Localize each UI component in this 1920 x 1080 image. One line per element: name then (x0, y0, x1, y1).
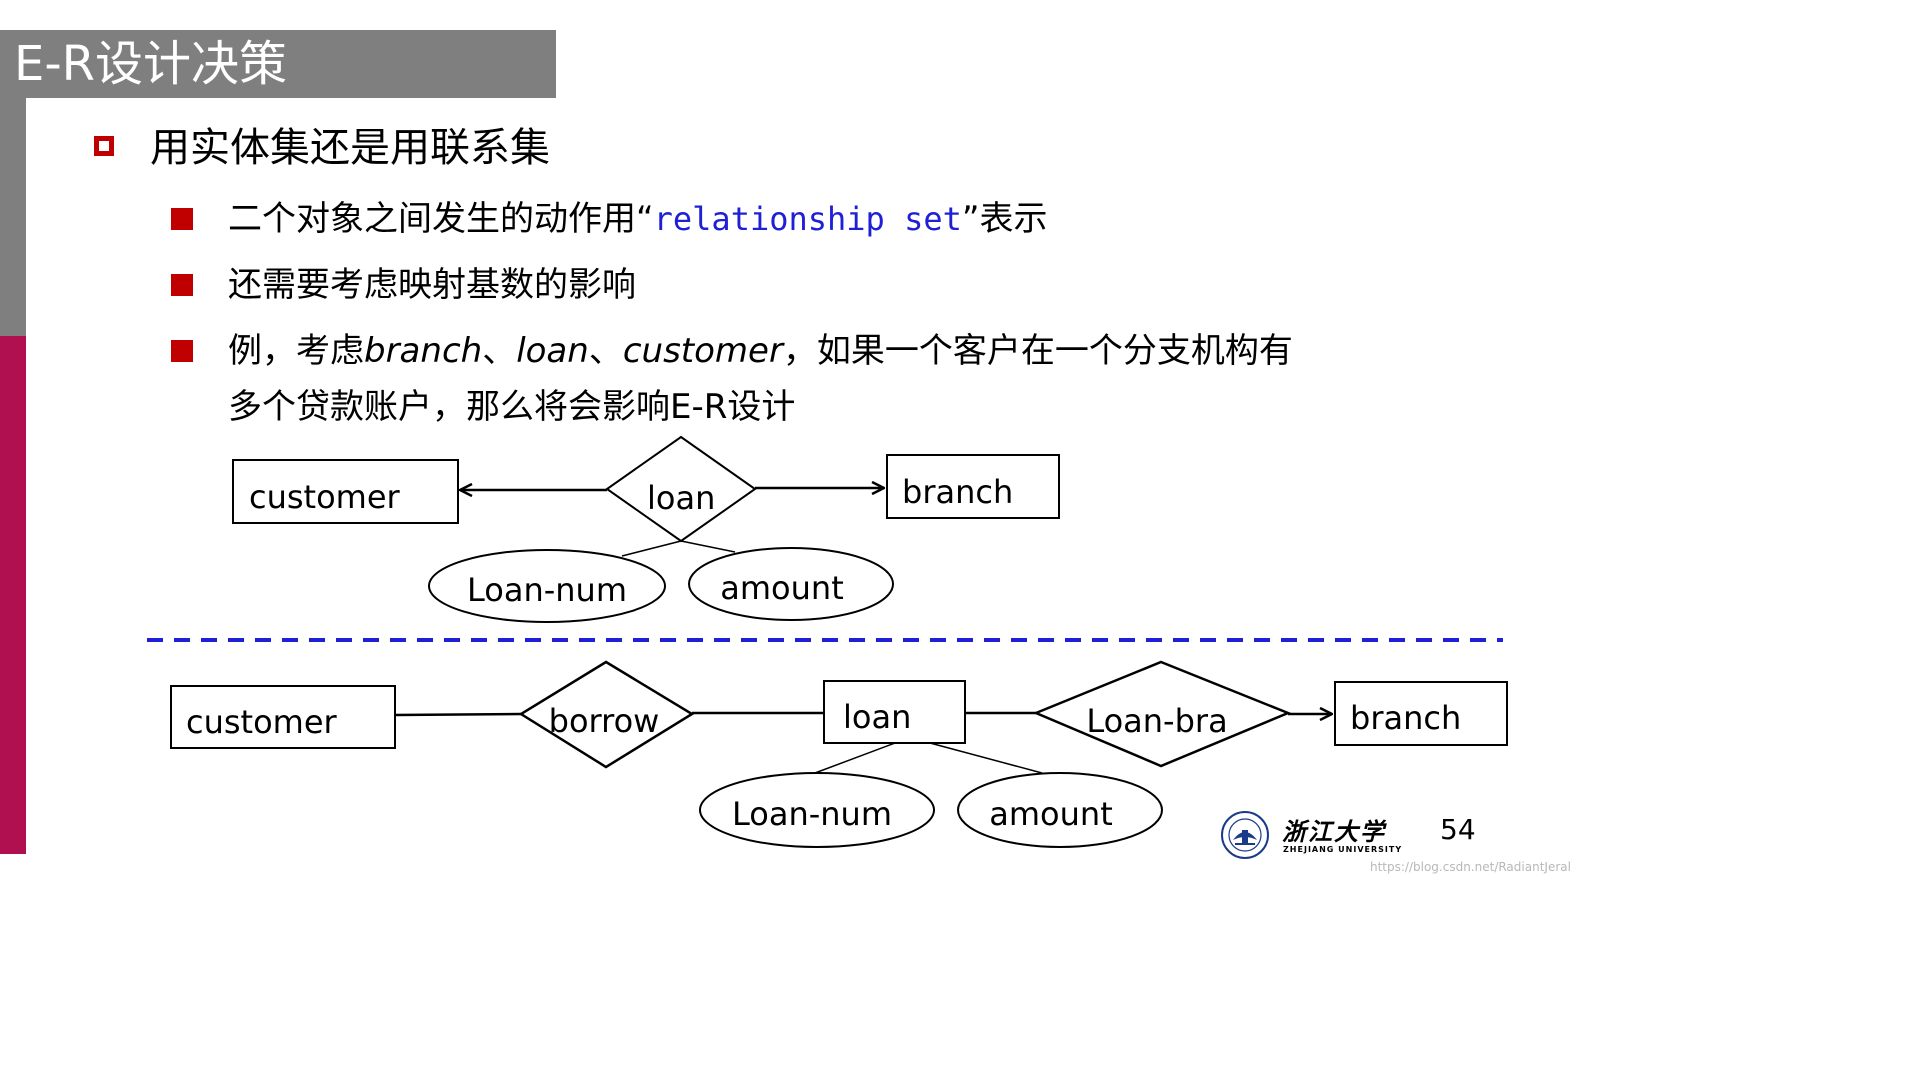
sub3-entity-branch: branch (364, 331, 483, 371)
entity-customer-label: customer (249, 478, 401, 516)
sub3-entity-customer: customer (622, 331, 783, 371)
sub-bullet-1: 二个对象之间发生的动作用“relationship set”表示 (228, 196, 1048, 242)
entity-customer-box (170, 685, 396, 749)
sub-bullet-icon (171, 340, 193, 362)
side-bar-gray (0, 98, 26, 336)
title-bar: E-R设计决策 (0, 30, 556, 98)
watermark: https://blog.csdn.net/RadiantJeral (1370, 860, 1571, 874)
sub1-suffix: ”表示 (961, 199, 1048, 239)
sub-bullet-icon (171, 208, 193, 230)
bottom-er-diagram: customer borrow loan Loan-bra branch Loa… (170, 660, 1508, 848)
logo-english-text: ZHEJIANG UNIVERSITY (1283, 845, 1403, 854)
link-customer-borrow (394, 712, 522, 717)
sub3-sep1: 、 (482, 331, 517, 371)
attr-amount-label: amount (720, 569, 843, 607)
entity-branch-box (886, 454, 1060, 519)
relationship-borrow-diamond (518, 660, 695, 769)
relationship-loan-bra-diamond (1032, 660, 1292, 768)
entity-customer-box (232, 459, 459, 524)
sub1-code: relationship set (653, 200, 962, 238)
attr-link-loan-num (621, 540, 682, 557)
relationship-loan-bra-label: Loan-bra (1086, 702, 1227, 740)
sub-bullet-2: 还需要考虑映射基数的影响 (228, 265, 636, 305)
er-diagrams: customer loan branch Loan-num amount cus… (147, 435, 1508, 848)
attr-link-loan-num (814, 742, 896, 774)
sub-bullet-3-line2: 多个贷款账户，那么将会影响E-R设计 (228, 387, 796, 427)
sub3-p2: ，如果一个客户在一个分支机构有 (782, 331, 1293, 371)
university-seal-icon (1221, 811, 1269, 859)
sub3-sep2: 、 (588, 331, 623, 371)
relationship-borrow-label: borrow (549, 702, 660, 740)
entity-loan-label: loan (843, 698, 911, 736)
logo-chinese-text: 浙江大学 (1282, 817, 1386, 846)
sub1-prefix: 二个对象之间发生的动作用“ (228, 199, 654, 239)
relationship-loan-label: loan (647, 479, 715, 517)
attr-link-amount (929, 742, 1043, 774)
top-er-diagram: customer loan branch Loan-num amount (232, 435, 1060, 623)
entity-branch-box (1334, 681, 1508, 746)
attr-loan-num-ellipse (428, 549, 666, 623)
sub3-entity-loan: loan (516, 331, 589, 371)
side-bar-red (0, 336, 26, 854)
attr-loan-num-ellipse (699, 772, 935, 848)
entity-branch-label: branch (902, 473, 1013, 511)
main-bullet-icon (94, 136, 114, 156)
sub3-p1: 例，考虑 (228, 331, 364, 371)
attr-link-amount (680, 540, 736, 553)
attr-amount-ellipse (957, 772, 1163, 848)
sub-bullet-icon (171, 274, 193, 296)
attr-loan-num-label: Loan-num (467, 571, 627, 609)
entity-customer-label: customer (186, 703, 338, 741)
attr-loan-num-label: Loan-num (732, 795, 892, 833)
attr-amount-ellipse (688, 547, 894, 621)
entity-branch-label: branch (1350, 699, 1461, 737)
page-number: 54 (1440, 813, 1476, 846)
entity-loan-box (823, 680, 966, 744)
main-bullet-text: 用实体集还是用联系集 (150, 125, 550, 171)
slide-title: E-R设计决策 (14, 36, 288, 92)
attr-amount-label: amount (989, 795, 1112, 833)
sub-bullet-3: 例，考虑branch、loan、customer，如果一个客户在一个分支机构有 (228, 328, 1293, 374)
